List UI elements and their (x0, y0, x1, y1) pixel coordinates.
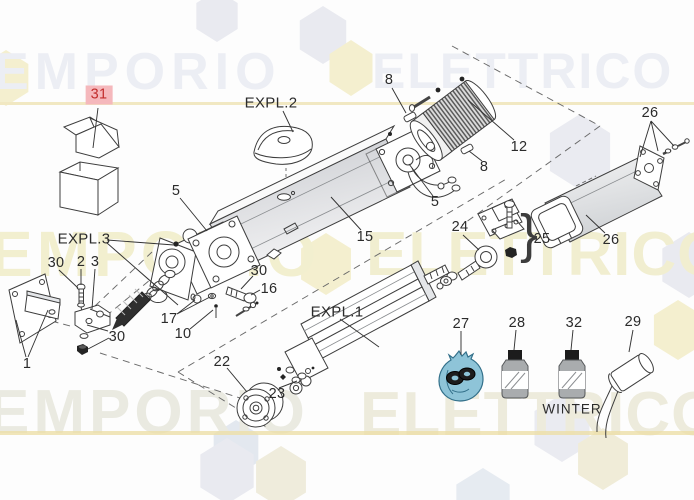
expl1-label: EXPL.1 (310, 303, 364, 321)
motor-12 (388, 76, 497, 162)
cover-tube-26 (530, 138, 690, 249)
part-label-22: 22 (213, 354, 231, 370)
pump-group-expl3 (112, 215, 261, 330)
part-label-26: 26 (641, 105, 659, 121)
seal-kit-bag-27 (438, 349, 484, 402)
part-label-28: 28 (508, 315, 526, 331)
part-label-31: 31 (85, 85, 113, 105)
part-label-32: 32 (565, 315, 583, 331)
part-label-24: 24 (451, 219, 469, 235)
cover-expl2 (253, 125, 313, 194)
winter-label: WINTER (542, 401, 602, 417)
part-label-25: 25 (533, 231, 551, 247)
part-label-15: 15 (356, 229, 374, 245)
part-label-30: 30 (47, 255, 65, 271)
part-label-10: 10 (174, 326, 192, 342)
part-label-30: 30 (250, 263, 268, 279)
part-label-5: 5 (430, 194, 440, 210)
part-label-1: 1 (22, 356, 32, 372)
leader-lines (15, 87, 675, 393)
part-label-5: 5 (171, 183, 181, 199)
rod-end-24 (436, 245, 498, 290)
part-label-8: 8 (479, 159, 489, 175)
expl3-label: EXPL.3 (57, 230, 111, 248)
expl2-label: EXPL.2 (244, 94, 298, 112)
part-label-16: 16 (260, 281, 278, 297)
part-label-29: 29 (624, 314, 642, 330)
winter-oil-bottle-32 (558, 350, 586, 399)
piston-assembly-expl1 (236, 260, 450, 428)
part-label-2: 2 (76, 254, 86, 270)
part-label-12: 12 (510, 139, 528, 155)
wall-bracket-group (8, 273, 111, 355)
part-label-23: 23 (268, 386, 286, 402)
part-label-17: 17 (160, 311, 178, 327)
part-label-26: 26 (602, 232, 620, 248)
capacitor-29 (596, 353, 654, 439)
packaging-box-31 (58, 116, 120, 216)
part-label-3: 3 (90, 254, 100, 270)
oil-bottle-28 (501, 350, 529, 399)
part-label-8: 8 (384, 72, 394, 88)
part-label-30: 30 (108, 329, 126, 345)
part-label-27: 27 (452, 316, 470, 332)
